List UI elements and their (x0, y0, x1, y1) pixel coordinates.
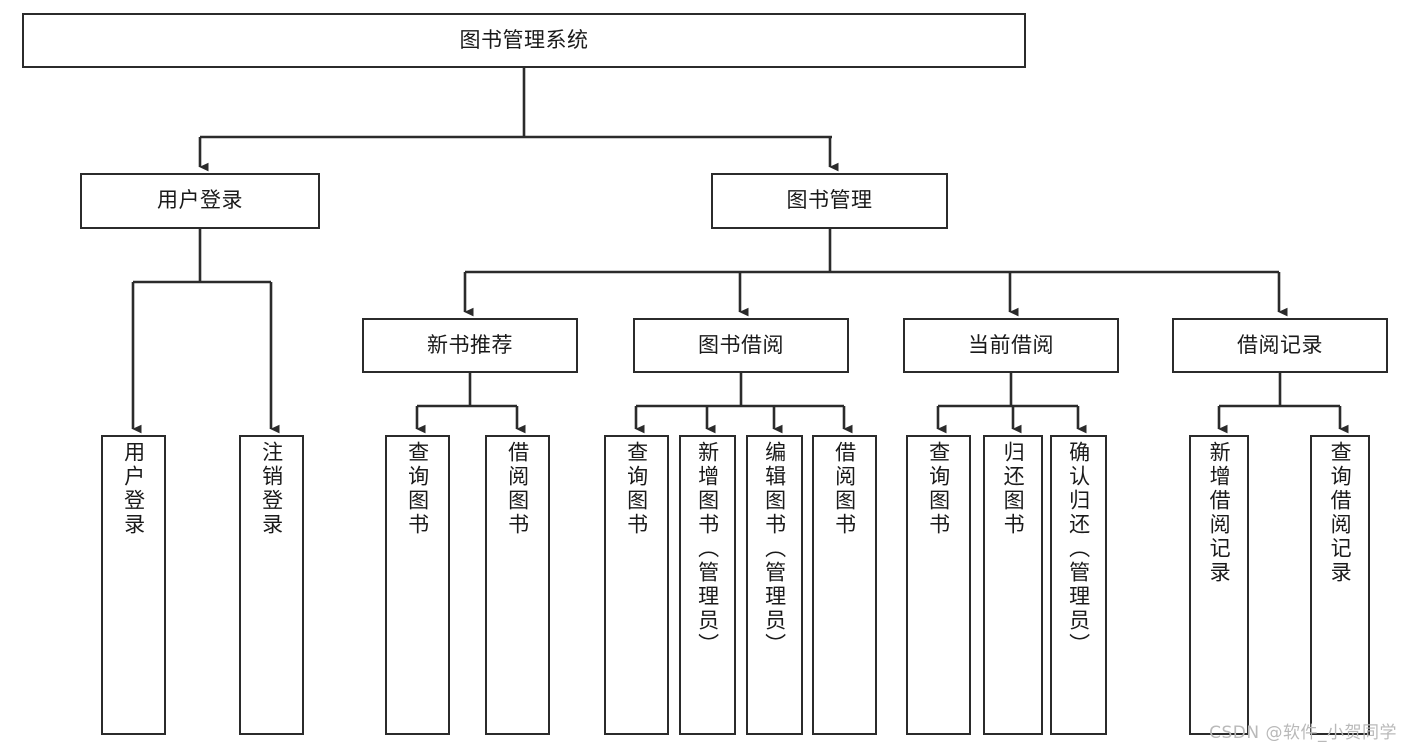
leaf-query-book-recommend-label: 查询图书 (405, 441, 430, 537)
leaf-add-borrow-record-label: 新增借阅记录 (1207, 441, 1232, 585)
leaf-confirm-return-admin[interactable]: 确认归还（管理员） (1050, 435, 1107, 735)
node-book-borrow[interactable]: 图书借阅 (633, 318, 849, 373)
node-new-book-recommend-label: 新书推荐 (427, 332, 513, 357)
node-new-book-recommend[interactable]: 新书推荐 (362, 318, 578, 373)
leaf-borrow-book-label: 借阅图书 (832, 441, 857, 537)
node-borrow-record-label: 借阅记录 (1237, 332, 1323, 357)
node-root-label: 图书管理系统 (459, 27, 589, 52)
node-borrow-record[interactable]: 借阅记录 (1172, 318, 1388, 373)
node-book-borrow-label: 图书借阅 (698, 332, 784, 357)
leaf-query-book-borrow[interactable]: 查询图书 (604, 435, 669, 735)
node-current-borrow[interactable]: 当前借阅 (903, 318, 1119, 373)
leaf-edit-book-admin-label: 编辑图书（管理员） (762, 441, 787, 657)
leaf-query-book-current[interactable]: 查询图书 (906, 435, 971, 735)
leaf-return-book-label: 归还图书 (1001, 441, 1026, 537)
leaf-query-book-current-label: 查询图书 (926, 441, 951, 537)
leaf-borrow-book[interactable]: 借阅图书 (812, 435, 877, 735)
leaf-query-book-recommend[interactable]: 查询图书 (385, 435, 450, 735)
leaf-borrow-book-recommend-label: 借阅图书 (505, 441, 530, 537)
leaf-add-borrow-record[interactable]: 新增借阅记录 (1189, 435, 1249, 735)
leaf-logout-label: 注销登录 (259, 441, 284, 537)
leaf-query-borrow-record[interactable]: 查询借阅记录 (1310, 435, 1370, 735)
leaf-logout[interactable]: 注销登录 (239, 435, 304, 735)
leaf-confirm-return-admin-label: 确认归还（管理员） (1066, 441, 1091, 657)
node-book-management[interactable]: 图书管理 (711, 173, 948, 229)
node-root[interactable]: 图书管理系统 (22, 13, 1026, 68)
node-user-login[interactable]: 用户登录 (80, 173, 320, 229)
node-user-login-label: 用户登录 (157, 188, 243, 213)
leaf-query-book-borrow-label: 查询图书 (624, 441, 649, 537)
leaf-borrow-book-recommend[interactable]: 借阅图书 (485, 435, 550, 735)
node-book-management-label: 图书管理 (786, 188, 873, 213)
leaf-add-book-admin-label: 新增图书（管理员） (695, 441, 720, 657)
leaf-return-book[interactable]: 归还图书 (983, 435, 1043, 735)
leaf-query-borrow-record-label: 查询借阅记录 (1328, 441, 1353, 585)
leaf-add-book-admin[interactable]: 新增图书（管理员） (679, 435, 736, 735)
leaf-edit-book-admin[interactable]: 编辑图书（管理员） (746, 435, 803, 735)
node-current-borrow-label: 当前借阅 (968, 332, 1054, 357)
leaf-user-login[interactable]: 用户登录 (101, 435, 166, 735)
leaf-user-login-label: 用户登录 (121, 441, 146, 537)
